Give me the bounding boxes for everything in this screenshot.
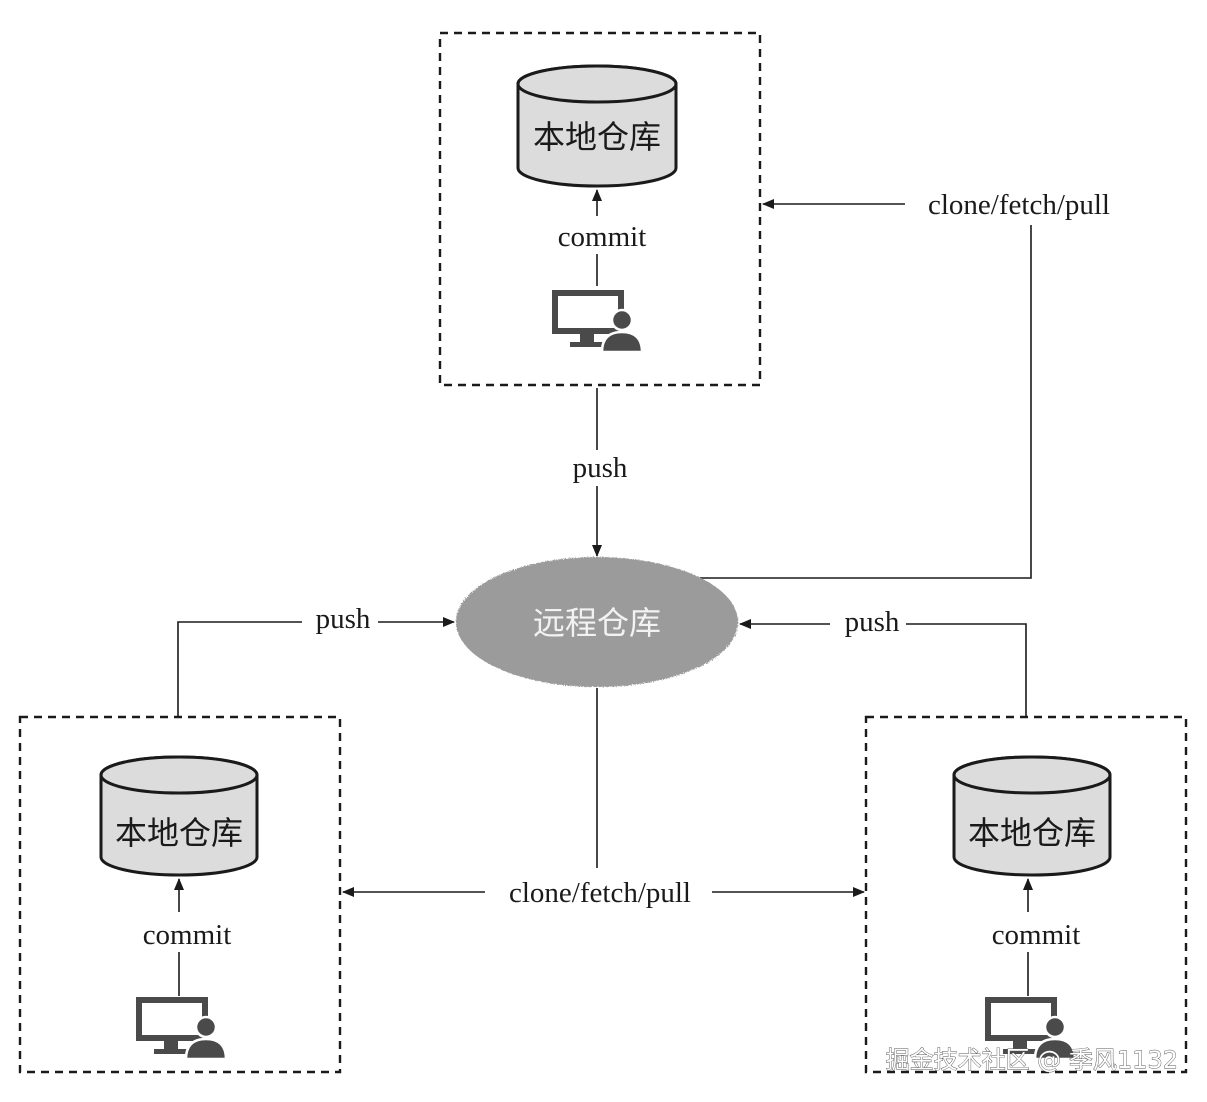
local-repository-cylinder: 本地仓库 xyxy=(516,64,678,188)
workspace-boundary xyxy=(18,715,342,1074)
connections xyxy=(177,199,1032,897)
commit-label: commit xyxy=(143,919,232,951)
remote-repository: 远程仓库 xyxy=(456,557,738,687)
local-workspace-right: 本地仓库 commit xyxy=(864,715,1188,1074)
local-repository-label: 本地仓库 xyxy=(533,118,661,156)
local-repository-label: 本地仓库 xyxy=(968,814,1096,852)
local-repository-cylinder: 本地仓库 xyxy=(99,755,259,877)
remote-cloud-shape xyxy=(456,557,738,687)
left-push-line xyxy=(177,621,302,717)
local-repository-label: 本地仓库 xyxy=(115,814,243,852)
local-workspace-left: 本地仓库 commit xyxy=(18,715,342,1074)
commit-label: commit xyxy=(558,221,647,253)
bottom-sync-label: clone/fetch/pull xyxy=(509,877,691,909)
watermark: 掘金技术社区 @ 季风1132 xyxy=(886,1046,1178,1074)
right-push-label: push xyxy=(845,606,900,638)
workspace-boundary xyxy=(438,31,762,387)
remote-repository-label: 远程仓库 xyxy=(533,604,661,642)
left-push-label: push xyxy=(316,603,371,635)
top-sync-line xyxy=(700,225,1032,579)
computer-user-icon xyxy=(552,290,644,354)
top-sync-label: clone/fetch/pull xyxy=(928,189,1110,221)
computer-user-icon xyxy=(985,997,1077,1061)
local-repository-cylinder: 本地仓库 xyxy=(952,755,1112,877)
edge-labels: push clone/fetch/pull push push clone/fe… xyxy=(316,189,1110,909)
top-push-label: push xyxy=(573,452,628,484)
workspace-boundary xyxy=(864,715,1188,1074)
computer-user-icon xyxy=(136,997,228,1061)
commit-label: commit xyxy=(992,919,1081,951)
local-workspace-top: 本地仓库 commit xyxy=(438,31,762,387)
right-push-line xyxy=(906,623,1027,717)
